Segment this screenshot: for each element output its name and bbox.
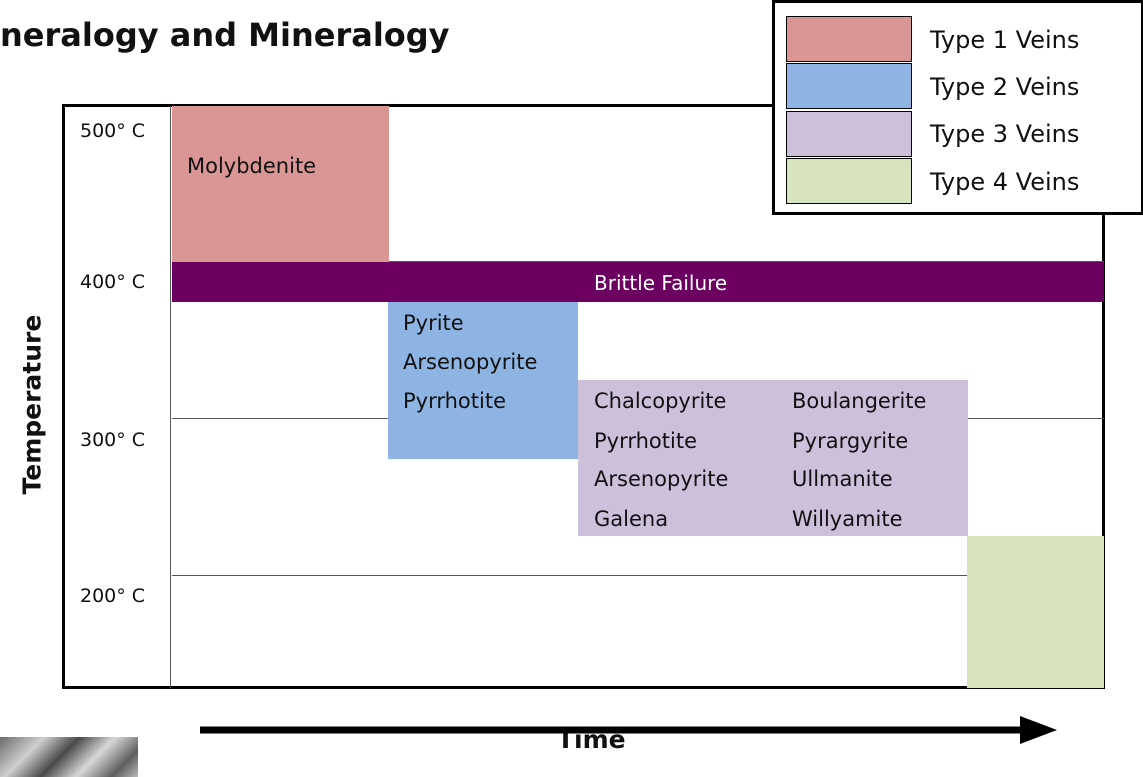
- mineral-ullmanite: Ullmanite: [792, 467, 893, 491]
- mineral-galena: Galena: [594, 507, 669, 531]
- legend-swatch-type1: [786, 16, 912, 62]
- temp-label-300: 300° C: [80, 429, 146, 451]
- legend-label-type1: Type 1 Veins: [930, 26, 1080, 54]
- y-axis-label: Temperature: [17, 314, 47, 495]
- legend-label-type2: Type 2 Veins: [930, 73, 1080, 101]
- legend-swatch-type2: [786, 63, 912, 109]
- divider-200: [172, 575, 1104, 576]
- legend-swatch-type4: [786, 158, 912, 204]
- mineral-arsenopyrite-2: Arsenopyrite: [594, 467, 729, 491]
- legend-label-type4: Type 4 Veins: [930, 168, 1080, 196]
- temp-label-200: 200° C: [80, 585, 146, 607]
- mineral-chalcopyrite: Chalcopyrite: [594, 389, 727, 413]
- temp-label-400: 400° C: [80, 271, 146, 293]
- mineral-pyrrhotite: Pyrrhotite: [403, 389, 507, 413]
- chart-frame: [62, 104, 1105, 689]
- legend-swatch-type3: [786, 111, 912, 157]
- type2-vein-block: [388, 302, 578, 459]
- type3-vein-block: [578, 380, 968, 536]
- divider-400: [172, 261, 1104, 262]
- time-arrow-icon: [200, 716, 1057, 744]
- brittle-failure-band: [172, 262, 1104, 302]
- mineral-pyrite: Pyrite: [403, 311, 464, 335]
- type4-vein-block: [967, 536, 1104, 688]
- brittle-failure-label: Brittle Failure: [594, 271, 728, 295]
- mineral-willyamite: Willyamite: [792, 507, 903, 531]
- temperature-column-divider: [170, 106, 171, 688]
- slide-title: neralogy and Mineralogy: [0, 16, 450, 54]
- mineral-molybdenite: Molybdenite: [187, 154, 317, 178]
- mineral-arsenopyrite: Arsenopyrite: [403, 350, 538, 374]
- type1-vein-block: [172, 106, 389, 262]
- mineral-boulangerite: Boulangerite: [792, 389, 927, 413]
- legend-label-type3: Type 3 Veins: [930, 120, 1080, 148]
- mineral-pyrargyrite: Pyrargyrite: [792, 429, 909, 453]
- temp-label-500: 500° C: [80, 120, 146, 142]
- mineral-pyrrhotite-2: Pyrrhotite: [594, 429, 698, 453]
- rock-photo-thumbnail: [0, 737, 138, 777]
